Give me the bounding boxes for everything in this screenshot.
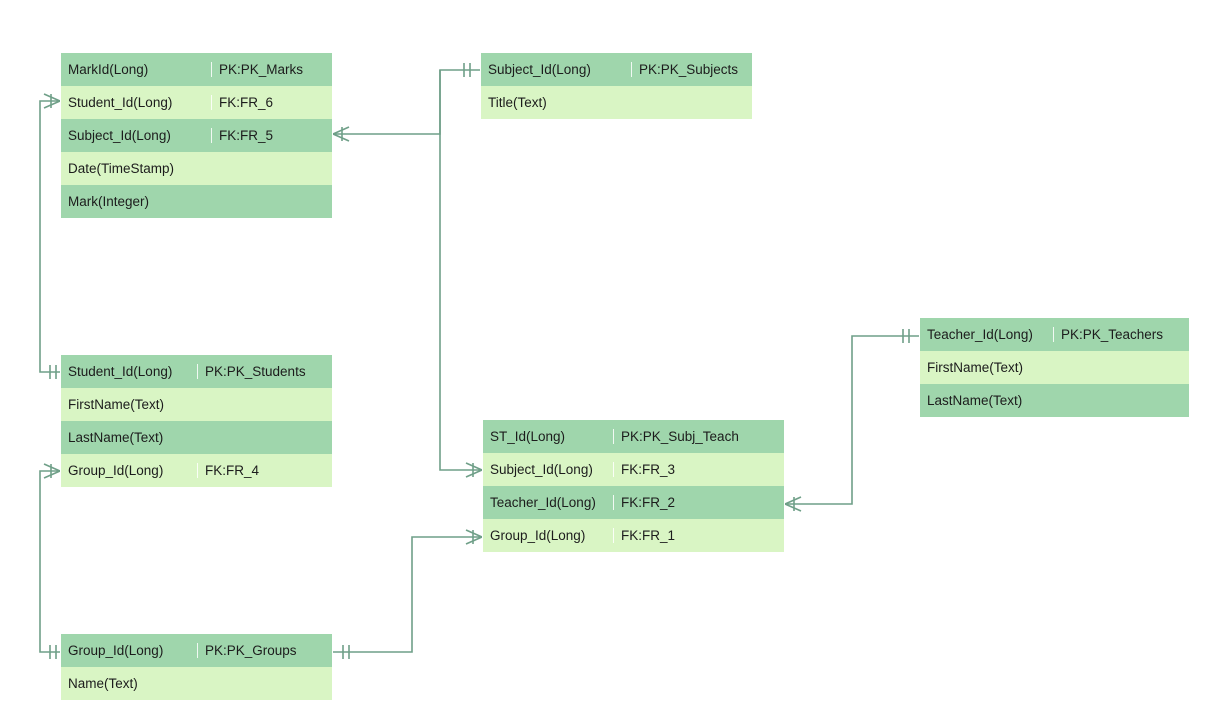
attribute-name: Mark(Integer): [68, 194, 150, 209]
attribute-key: FK:FR_5: [211, 128, 332, 143]
attribute-row[interactable]: Teacher_Id(Long) PK:PK_Teachers: [920, 318, 1189, 351]
attribute-name: Teacher_Id(Long): [927, 327, 1033, 342]
attribute-row[interactable]: Subject_Id(Long) FK:FR_5: [61, 119, 332, 152]
attribute-key: FK:FR_4: [197, 463, 332, 478]
entity-marks[interactable]: MARKS MarkId(Long) PK:PK_Marks Student_I…: [60, 25, 333, 219]
relationship-fr-5: [332, 63, 480, 142]
attribute-row[interactable]: Title(Text): [481, 86, 752, 119]
attribute-row[interactable]: Subject_Id(Long) FK:FR_3: [483, 453, 784, 486]
entity-subjects[interactable]: SUBJECTS Subject_Id(Long) PK:PK_Subjects…: [480, 25, 753, 120]
attribute-name: FirstName(Text): [68, 397, 165, 412]
attribute-key: PK:PK_Subj_Teach: [613, 429, 784, 444]
entity-teachers-title: TEACHERS: [1012, 296, 1097, 313]
relationship-fr-3: [439, 70, 483, 478]
attribute-name: Student_Id(Long): [68, 364, 173, 379]
attribute-name: FirstName(Text): [927, 360, 1024, 375]
attribute-key: PK:PK_Groups: [197, 643, 332, 658]
entity-groups[interactable]: GROUPS Group_Id(Long) PK:PK_Groups Name(…: [60, 606, 333, 701]
attribute-name: Title(Text): [488, 95, 547, 110]
attribute-key: FK:FR_1: [613, 528, 784, 543]
attribute-name: ST_Id(Long): [490, 429, 566, 444]
attribute-row[interactable]: FirstName(Text): [61, 388, 332, 421]
attribute-key: PK:PK_Marks: [211, 62, 332, 77]
attribute-row[interactable]: FirstName(Text): [920, 351, 1189, 384]
attribute-row[interactable]: Group_Id(Long) FK:FR_4: [61, 454, 332, 487]
attribute-name: Teacher_Id(Long): [490, 495, 596, 510]
attribute-row[interactable]: Date(TimeStamp): [61, 152, 332, 185]
attribute-row[interactable]: Name(Text): [61, 667, 332, 700]
attribute-row[interactable]: LastName(Text): [61, 421, 332, 454]
attribute-key: FK:FR_3: [613, 462, 784, 477]
attribute-row[interactable]: Group_Id(Long) PK:PK_Groups: [61, 634, 332, 667]
attribute-key: PK:PK_Teachers: [1053, 327, 1189, 342]
attribute-name: Subject_Id(Long): [68, 128, 171, 143]
attribute-name: LastName(Text): [68, 430, 164, 445]
attribute-row[interactable]: Group_Id(Long) FK:FR_1: [483, 519, 784, 552]
attribute-name: Group_Id(Long): [68, 643, 164, 658]
attribute-name: Date(TimeStamp): [68, 161, 175, 176]
attribute-row[interactable]: Mark(Integer): [61, 185, 332, 218]
attribute-name: Subject_Id(Long): [490, 462, 593, 477]
attribute-key: FK:FR_2: [613, 495, 784, 510]
attribute-key: PK:PK_Subjects: [631, 62, 752, 77]
attribute-name: Group_Id(Long): [490, 528, 586, 543]
attribute-row[interactable]: Student_Id(Long) FK:FR_6: [61, 86, 332, 119]
attribute-row[interactable]: ST_Id(Long) PK:PK_Subj_Teach: [483, 420, 784, 453]
attribute-row[interactable]: LastName(Text): [920, 384, 1189, 417]
relationship-fr-6: [39, 93, 61, 379]
entity-subj-teach[interactable]: SUBJ_TEACH ST_Id(Long) PK:PK_Subj_Teach …: [482, 392, 785, 553]
entity-students-title: STUDENTS: [155, 333, 238, 350]
attribute-name: Group_Id(Long): [68, 463, 164, 478]
entity-teachers[interactable]: TEACHERS Teacher_Id(Long) PK:PK_Teachers…: [919, 290, 1190, 418]
relationship-fr-1: [333, 529, 483, 659]
entity-marks-title: MARKS: [168, 31, 225, 48]
relationship-fr-2: [784, 329, 919, 512]
attribute-name: MarkId(Long): [68, 62, 149, 77]
attribute-name: Name(Text): [68, 676, 138, 691]
attribute-name: LastName(Text): [927, 393, 1023, 408]
attribute-row[interactable]: Student_Id(Long) PK:PK_Students: [61, 355, 332, 388]
attribute-key: PK:PK_Students: [197, 364, 332, 379]
attribute-name: Subject_Id(Long): [488, 62, 591, 77]
attribute-row[interactable]: MarkId(Long) PK:PK_Marks: [61, 53, 332, 86]
entity-subjects-title: SUBJECTS: [575, 31, 658, 48]
entity-subj-teach-title: SUBJ_TEACH: [582, 398, 685, 415]
relationship-fr-4: [39, 463, 61, 659]
attribute-name: Student_Id(Long): [68, 95, 173, 110]
entity-students[interactable]: STUDENTS Student_Id(Long) PK:PK_Students…: [60, 327, 333, 488]
entity-groups-title: GROUPS: [163, 612, 230, 629]
attribute-row[interactable]: Subject_Id(Long) PK:PK_Subjects: [481, 53, 752, 86]
attribute-key: FK:FR_6: [211, 95, 332, 110]
attribute-row[interactable]: Teacher_Id(Long) FK:FR_2: [483, 486, 784, 519]
